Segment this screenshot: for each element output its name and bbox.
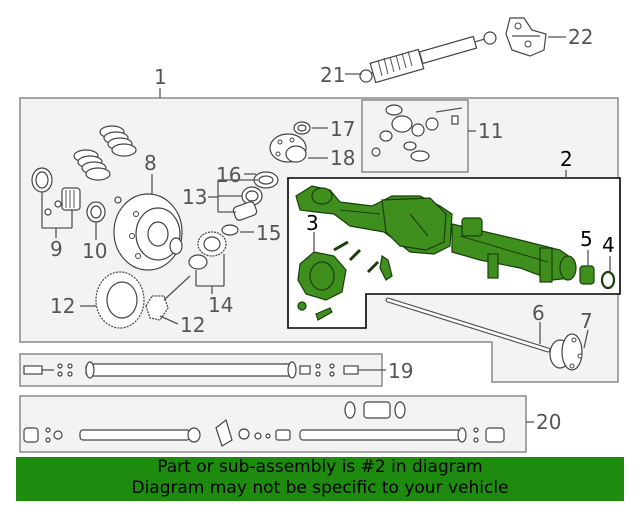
callout-8: 8	[144, 151, 157, 175]
callout-13: 13	[182, 185, 207, 209]
banner-line-1: Part or sub-assembly is #2 in diagram	[157, 457, 483, 477]
shim-15	[221, 224, 239, 236]
pinion-flange-18	[269, 133, 307, 163]
seal-4	[600, 270, 616, 290]
callout-18: 18	[330, 146, 355, 170]
bearing-9	[61, 187, 81, 211]
differential-case-8	[113, 193, 183, 271]
callout-14: 14	[208, 293, 233, 317]
drive-shaft-20	[23, 401, 505, 447]
callout-20: 20	[536, 410, 561, 434]
ring-gear-12	[95, 271, 145, 329]
bearing-cup-9	[31, 167, 53, 193]
callout-12a: 12	[50, 294, 75, 318]
callout-5: 5	[580, 227, 593, 251]
shim-stack-b	[73, 149, 111, 181]
subassembly-panel-11	[361, 99, 469, 173]
bolts-3	[297, 240, 393, 321]
axle-housing-2	[295, 185, 577, 283]
bearing-14	[188, 231, 227, 270]
shim-stack-a	[99, 125, 137, 157]
diff-internals-11	[371, 104, 463, 162]
banner-line-2: Diagram may not be specific to your vehi…	[131, 478, 509, 498]
callout-21: 21	[320, 63, 345, 87]
callout-16: 16	[216, 163, 241, 187]
drive-shaft-19	[23, 361, 359, 379]
axle-shaft-6	[385, 297, 583, 371]
callout-9: 9	[50, 237, 63, 261]
info-banner: Part or sub-assembly is #2 in diagram Di…	[16, 457, 624, 501]
nut-17	[293, 121, 311, 135]
callout-17: 17	[330, 117, 355, 141]
callout-22: 22	[568, 25, 593, 49]
callout-4: 4	[602, 233, 615, 257]
callout-1: 1	[154, 65, 167, 89]
callout-19: 19	[388, 359, 413, 383]
bearing-16	[253, 171, 279, 189]
seal-10	[86, 201, 106, 223]
callout-11: 11	[478, 119, 503, 143]
pinion-gear-12	[145, 275, 191, 321]
bracket-22	[505, 17, 547, 57]
bearing-13a	[241, 186, 263, 206]
callout-10: 10	[82, 239, 107, 263]
shock-absorber-21	[359, 31, 497, 84]
callout-3: 3	[306, 211, 319, 235]
housing-cover-3	[297, 251, 347, 301]
callout-12b: 12	[180, 313, 205, 337]
bearing-5	[579, 265, 595, 285]
callout-7: 7	[580, 309, 593, 333]
callout-6: 6	[532, 301, 545, 325]
spacer-13b	[232, 201, 258, 221]
driveshaft-panel-20	[19, 395, 527, 453]
callout-15: 15	[256, 221, 281, 245]
callout-2: 2	[560, 147, 573, 171]
